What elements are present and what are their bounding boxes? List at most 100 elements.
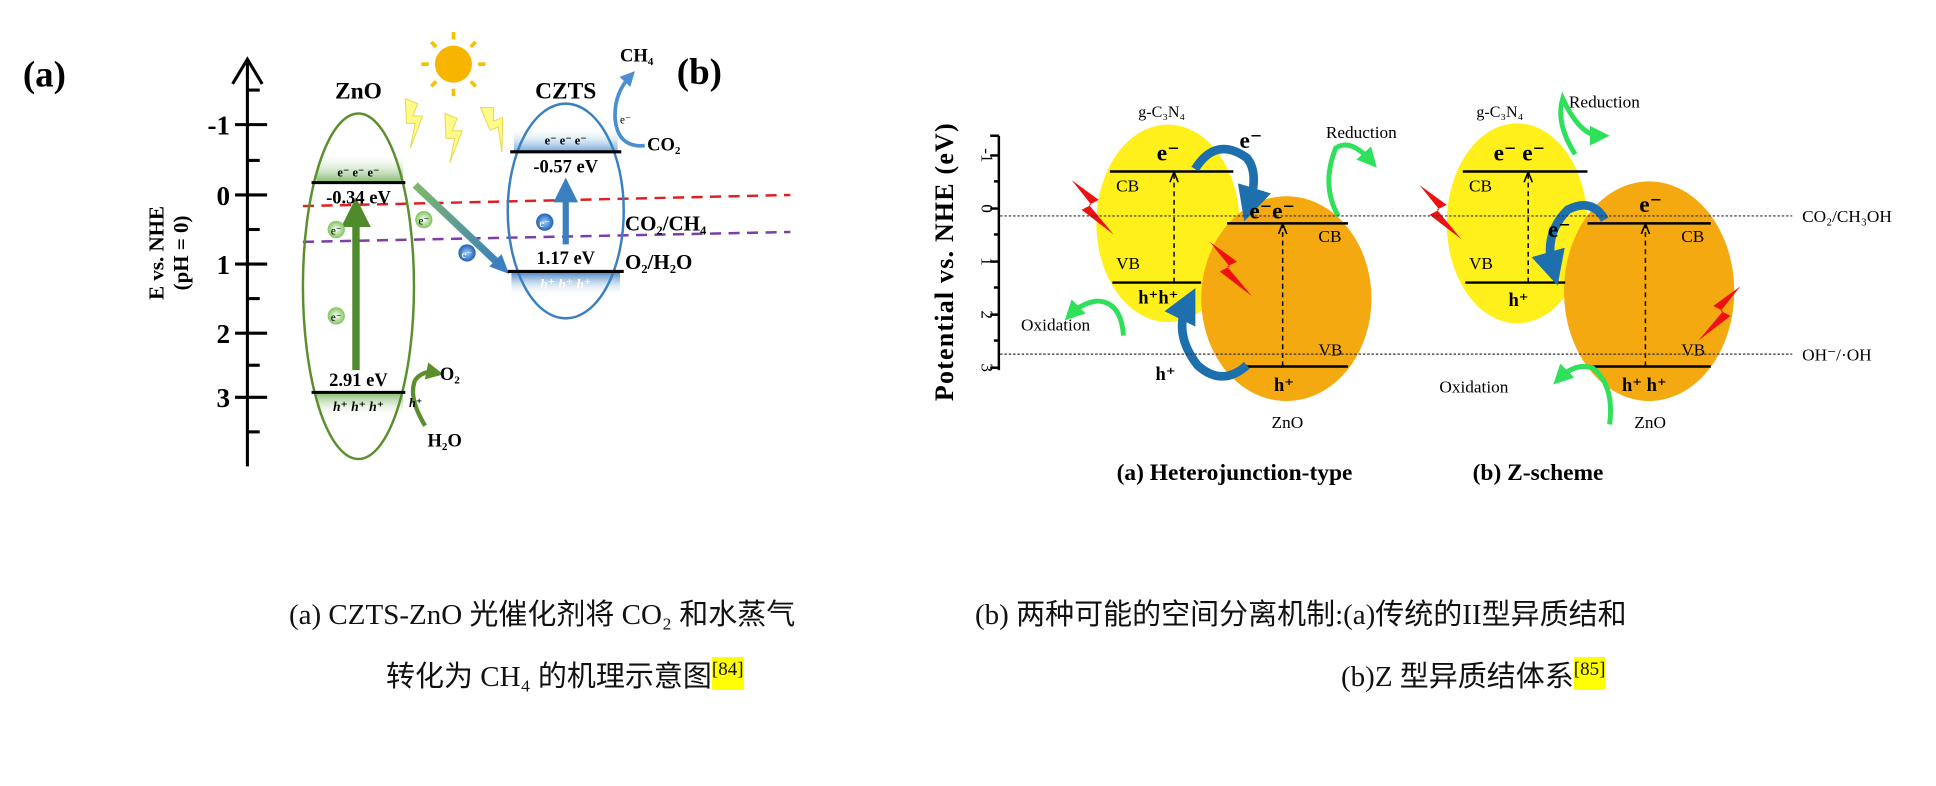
svg-text:e⁻: e⁻: [418, 216, 429, 228]
energy-axis: [231, 56, 268, 467]
caption-a-line-1: (a) CZTS-ZnO 光催化剂将 CO₂ 和水蒸气: [289, 599, 796, 631]
panel-b: (b) Potential vs. NHE (eV) -1 0 1 2 3: [677, 52, 1892, 486]
zno-label: ZnO: [335, 79, 382, 105]
reduction-label: Reduction: [1326, 123, 1397, 142]
reactant-co2: CO₂: [647, 136, 681, 156]
axis-a-tick-label: 2: [217, 319, 231, 349]
z-scheme-title: (b) Z-scheme: [1473, 460, 1604, 486]
zno-vb-holes: h⁺ h⁺: [1622, 376, 1667, 396]
zno-vb-energy: 2.91 eV: [329, 371, 388, 391]
heterojunction-scheme: g-C₃N₄ e⁻ e⁻ CB VB h⁺h⁺ e⁻e⁻ CB VB h⁺ h⁺…: [1021, 104, 1397, 486]
czts-cb-electrons: e⁻ e⁻ e⁻: [545, 133, 587, 147]
zno-label: ZnO: [1272, 413, 1304, 432]
caption-b-line-1: (b) 两种可能的空间分离机制:(a)传统的II型异质结和: [975, 599, 1627, 631]
oxidation-label: Oxidation: [1439, 377, 1508, 396]
caption-a-text: 转化为 CH₄ 的机理示意图: [386, 661, 712, 693]
reduction-label: Reduction: [1569, 92, 1640, 111]
axis-a-tick-label: 3: [217, 383, 231, 413]
heterojunction-title: (a) Heterojunction-type: [1117, 460, 1353, 486]
svg-text:e⁻: e⁻: [539, 218, 550, 230]
axis-b-tick-label: 3: [978, 363, 997, 372]
zno-cb-energy: -0.34 eV: [326, 189, 391, 209]
czts-cb-energy: -0.57 eV: [533, 158, 598, 178]
electron-transfer-arrow: [1531, 201, 1609, 286]
panel-a: (a) -1 0 1 2 3 E vs. NHE (pH = 0) CO₂/CH…: [23, 32, 791, 467]
cb-label: CB: [1116, 176, 1139, 195]
cb-electrons: e⁻: [1157, 140, 1180, 166]
zno-vb-holes: h⁺: [1274, 376, 1294, 396]
axis-b-title: Potential vs. NHE (eV): [930, 122, 959, 401]
potential-axis: [990, 134, 1001, 371]
electron-label: e⁻: [620, 114, 631, 126]
vb-label: VB: [1469, 254, 1493, 273]
redox-label-oh: OH⁻/·OH: [1802, 345, 1872, 364]
zno-vb-holes: h⁺ h⁺ h⁺: [333, 399, 384, 414]
redox-label-o2-h2o: O₂/H₂O: [625, 250, 692, 274]
panel-b-label: (b): [677, 52, 722, 93]
zno-particle: [1201, 196, 1372, 402]
zno-band-ellipse: [301, 112, 416, 461]
electron-icon: e⁻: [458, 244, 476, 262]
czts-vb-holes: h⁺ h⁺ h⁺: [540, 277, 591, 292]
z-scheme: g-C₃N₄ e⁻ e⁻ CB VB h⁺ e⁻ e⁻ CB VB h⁺ h⁺ …: [1419, 91, 1741, 486]
co2-reduction-arrow: [613, 71, 645, 148]
axis-a-tick-label: -1: [208, 110, 231, 140]
czts-label: CZTS: [535, 79, 596, 105]
svg-text:e⁻: e⁻: [462, 249, 473, 261]
reduction-arrow: [1326, 142, 1377, 218]
oxidation-arrow: [1553, 363, 1613, 425]
light-ray-icon: [404, 98, 424, 149]
axis-a-title: E vs. NHE: [144, 206, 168, 300]
zno-particle: [1563, 181, 1735, 402]
redox-label-co2-ch3oh: CO₂/CH₃OH: [1802, 207, 1892, 226]
caption-b-line-2: (b)Z 型异质结体系[85]: [1341, 657, 1606, 694]
axis-b-tick-label: 1: [978, 257, 997, 266]
svg-text:e⁻: e⁻: [331, 312, 342, 324]
zno-vb-label: VB: [1681, 340, 1705, 359]
hole-transfer-arrow: [1164, 288, 1250, 381]
czts-band-ellipse: [506, 102, 625, 320]
transfer-electron-label: e⁻: [1239, 128, 1262, 154]
o2-h2o-level-line: [302, 230, 791, 244]
axis-a-subtitle: (pH = 0): [169, 216, 193, 291]
vb-holes: h⁺: [1508, 291, 1528, 311]
axis-b-tick-label: 2: [978, 310, 997, 319]
product-ch4: CH₄: [620, 47, 654, 67]
cb-label: CB: [1469, 176, 1492, 195]
panel-a-label: (a): [23, 54, 66, 95]
reference-link-85[interactable]: [85]: [1573, 657, 1606, 691]
axis-b-tick-label: -1: [978, 148, 997, 162]
cb-electrons: e⁻ e⁻: [1494, 140, 1545, 166]
transfer-electron-label: e⁻: [1548, 217, 1571, 243]
svg-text:e⁻: e⁻: [331, 225, 342, 237]
sun-icon: [421, 32, 486, 97]
oxidation-arrow: [1064, 298, 1126, 336]
co2-ch4-level-line: [302, 193, 791, 208]
zno-cb-electrons: e⁻e⁻: [1249, 198, 1295, 224]
light-ray-icon: [479, 100, 515, 155]
g-c3n4-label: g-C₃N₄: [1476, 104, 1523, 121]
zno-cb-electrons: e⁻: [1639, 192, 1662, 218]
zno-label: ZnO: [1634, 413, 1666, 432]
g-c3n4-label: g-C₃N₄: [1138, 104, 1185, 121]
vb-label: VB: [1116, 254, 1140, 273]
zno-vb-label: VB: [1318, 340, 1342, 359]
arrow-head-icon: [489, 254, 509, 274]
transfer-hole-label: h⁺: [1156, 365, 1176, 385]
electron-icon: e⁻: [327, 307, 345, 325]
zno-cb-label: CB: [1318, 227, 1341, 246]
oxidation-label: Oxidation: [1021, 316, 1090, 335]
zno-cb-electrons: e⁻ e⁻ e⁻: [337, 165, 379, 179]
electron-icon: e⁻: [415, 210, 433, 229]
redox-label-co2-ch4: CO₂/CH₄: [625, 212, 707, 236]
reactant-h2o: H₂O: [428, 432, 462, 452]
electron-transfer-arrow: [1191, 144, 1271, 222]
electron-icon: e⁻: [327, 220, 345, 239]
light-ray-icon: [444, 113, 463, 164]
reduction-arrow: [1558, 91, 1610, 156]
g-c3n4-particle: [1096, 124, 1240, 323]
axis-a-tick-label: 1: [217, 250, 231, 280]
reference-link-84[interactable]: [84]: [711, 657, 744, 691]
